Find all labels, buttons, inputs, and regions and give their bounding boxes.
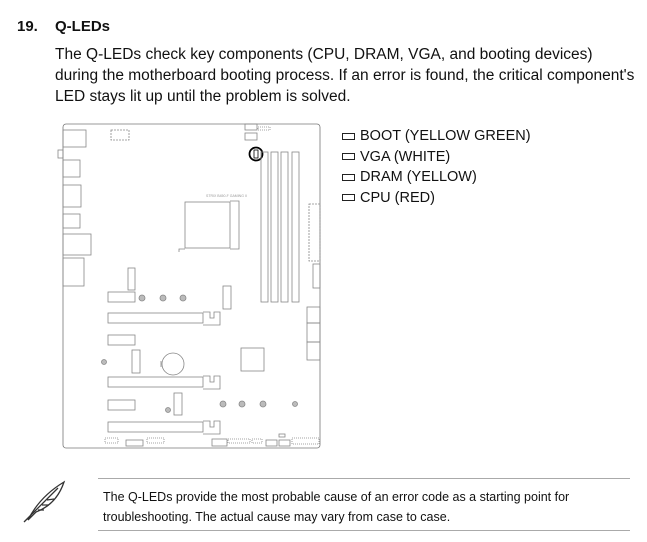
legend-item-dram: DRAM (YELLOW) [342,167,531,188]
note-divider-top [98,478,630,479]
q-led-callout [248,146,264,162]
led-icon [342,194,355,202]
section-title: Q-LEDs [55,18,111,35]
led-legend: BOOT (YELLOW GREEN) VGA (WHITE) DRAM (YE… [342,126,531,208]
led-icon [342,153,355,161]
note-text: The Q-LEDs provide the most probable cau… [103,490,570,524]
motherboard-diagram: STRIX B450-F GAMING II [57,123,321,449]
section-number: 19. [17,18,38,35]
led-icon [342,132,355,140]
feather-pen-icon [23,480,66,523]
section-paragraph: The Q-LEDs check key components (CPU, DR… [55,46,635,105]
board-model-label: STRIX B450-F GAMING II [206,194,247,198]
legend-item-vga: VGA (WHITE) [342,147,531,168]
legend-item-boot: BOOT (YELLOW GREEN) [342,126,531,147]
note-divider-bottom [98,530,630,531]
led-icon [342,173,355,181]
legend-item-cpu: CPU (RED) [342,188,531,209]
